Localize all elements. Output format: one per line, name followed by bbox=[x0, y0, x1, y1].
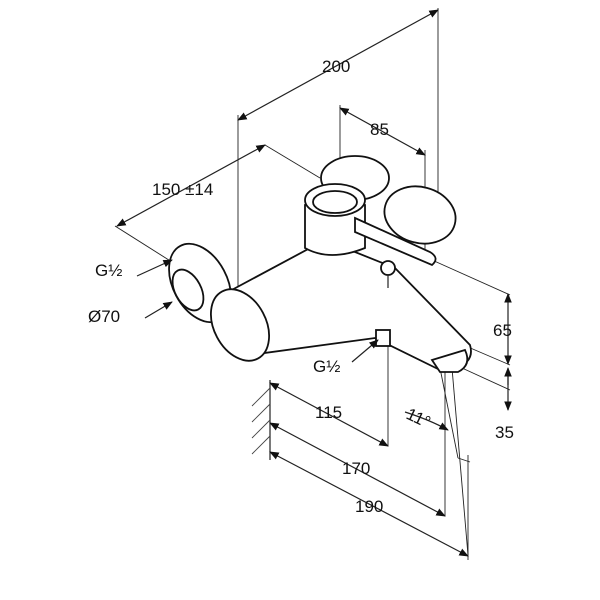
dimension-lines bbox=[116, 9, 512, 557]
label-150: 150 ±14 bbox=[152, 180, 213, 199]
label-170: 170 bbox=[342, 459, 370, 478]
label-200: 200 bbox=[322, 57, 350, 76]
label-190: 190 bbox=[355, 497, 383, 516]
label-65: 65 bbox=[493, 321, 512, 340]
dimension-labels: 200 85 150 ±14 G½ Ø70 65 G½ 11° 35 115 1… bbox=[88, 57, 514, 516]
label-dia-70: Ø70 bbox=[88, 307, 120, 326]
label-35: 35 bbox=[495, 423, 514, 442]
label-angle-11: 11° bbox=[403, 404, 433, 432]
label-115: 115 bbox=[315, 403, 342, 422]
faucet-body bbox=[168, 155, 472, 373]
label-g-half-bottom: G½ bbox=[313, 357, 340, 376]
label-g-half-left: G½ bbox=[95, 261, 122, 280]
wall-hatch bbox=[251, 380, 271, 460]
label-85: 85 bbox=[370, 120, 389, 139]
